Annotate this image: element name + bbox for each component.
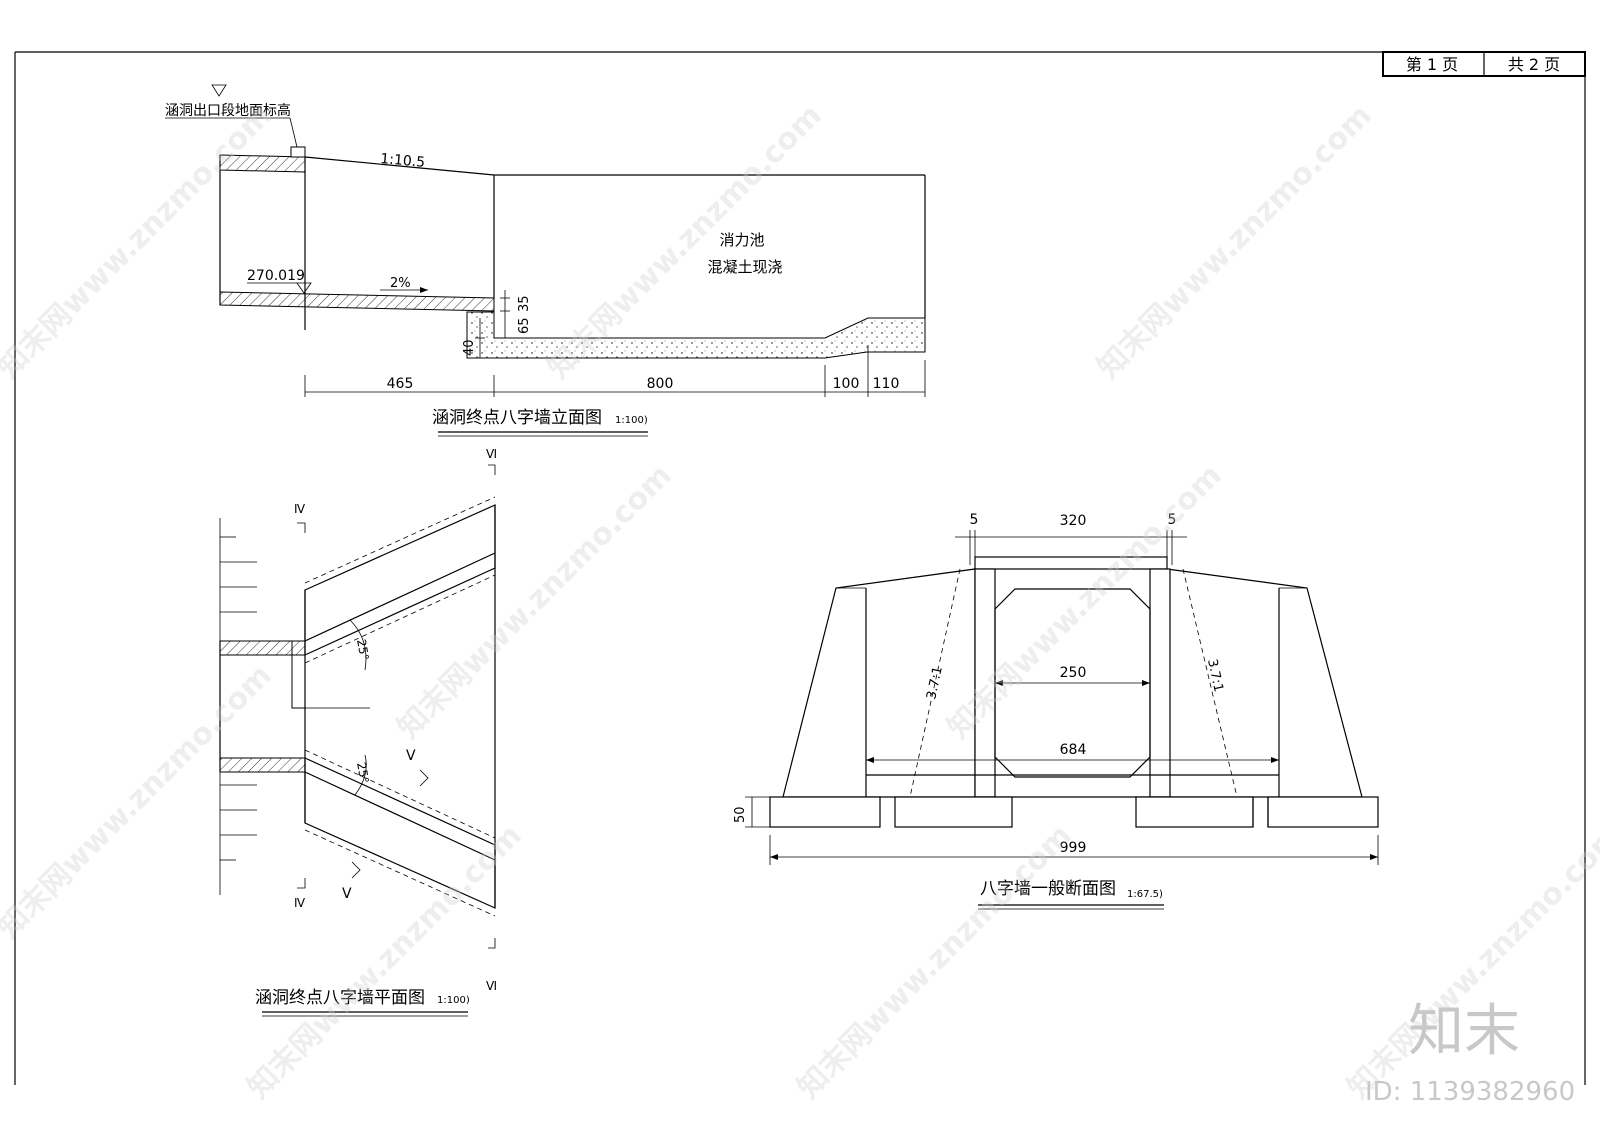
elevation-dimensions: 465 800 100 110 [304, 345, 926, 397]
watermark-text: 知末网www.znzmo.com [241, 818, 529, 1106]
plan-scale: 1:100) [437, 995, 470, 1006]
ground-level-label: 涵洞出口段地面标高 [165, 102, 291, 119]
page-number-label: 第 1 页 [1406, 55, 1458, 74]
section-iv-top: Ⅳ [294, 502, 305, 516]
culvert-bottom-slab [219, 291, 495, 312]
section-top-dimensions: 5 320 5 [955, 512, 1187, 565]
angle-bottom-label: 25° [354, 761, 371, 784]
elevation-marker [296, 282, 312, 294]
page-number-box: 第 1 页 共 2 页 [1382, 51, 1586, 77]
watermark-layer: 知末网www.znzmo.com 知末网www.znzmo.com 知末网www… [0, 98, 1600, 1106]
section-v-right: Ⅴ [406, 748, 416, 764]
ground-level-marker [211, 84, 227, 97]
watermark-text: 知末网www.znzmo.com [0, 658, 279, 946]
image-id-label: ID: 1139382960 [1365, 1077, 1575, 1107]
basin-concrete-floor [466, 311, 926, 359]
angle-top-label: 25° [354, 638, 371, 661]
section-scale: 1:67.5) [1127, 889, 1163, 900]
sheet-frame [14, 51, 1586, 1085]
plan-view: Ⅵ Ⅵ Ⅳ Ⅳ [219, 447, 497, 1017]
section-top-cap [974, 556, 1168, 570]
elevation-value-label: 270.019 [247, 268, 305, 284]
section-v-left: Ⅴ [342, 886, 352, 902]
footing-4 [1267, 796, 1379, 828]
dim-999: 999 [1060, 840, 1087, 856]
dim-250: 250 [1060, 665, 1087, 681]
site-logo: 知末 ID: 1139382960 [1365, 999, 1575, 1107]
dim-465: 465 [387, 376, 414, 392]
elevation-scale: 1:100) [615, 415, 648, 426]
page-total-label: 共 2 页 [1508, 55, 1560, 74]
slope-right-label: 3.7:1 [1204, 658, 1226, 694]
section-vi-top: Ⅵ [486, 447, 497, 461]
parapet [290, 146, 306, 158]
footing-1 [769, 796, 881, 828]
dim-684: 684 [1060, 742, 1087, 758]
section-right-wall [1149, 568, 1171, 798]
section-view: 5 320 5 250 684 3.7:1 3.7:1 [733, 512, 1379, 910]
watermark-text: 知末网www.znzmo.com [0, 98, 279, 386]
basin-material-label: 混凝土现浇 [707, 258, 782, 276]
elevation-view: 涵洞出口段地面标高 1:10.5 270.019 2% 消力池 混凝 [165, 84, 926, 437]
footing-2 [894, 796, 1013, 828]
slope-ratio-label: 1:10.5 [380, 151, 426, 171]
dim-320: 320 [1060, 513, 1087, 529]
dim-110: 110 [873, 376, 900, 392]
section-title: 八字墙一般断面图 [980, 879, 1116, 899]
dim-step-height-2: 35 [517, 295, 532, 312]
wingwall-slope-line [304, 156, 495, 176]
dim-50: 50 [733, 806, 748, 823]
dim-base-height: 40 [462, 339, 477, 356]
logo-text: 知末 [1408, 999, 1520, 1064]
dim-100: 100 [833, 376, 860, 392]
dim-5-right: 5 [1168, 512, 1177, 528]
plan-title: 涵洞终点八字墙平面图 [255, 988, 425, 1008]
basin-name-label: 消力池 [719, 231, 764, 249]
dim-5-left: 5 [970, 512, 979, 528]
grade-label: 2% [390, 276, 411, 291]
section-box-culvert [994, 588, 1151, 778]
elevation-title: 涵洞终点八字墙立面图 [432, 408, 602, 428]
dim-800: 800 [647, 376, 674, 392]
plan-upper-wingwall [304, 504, 496, 656]
watermark-text: 知末网www.znzmo.com [1091, 98, 1379, 386]
watermark-text: 知末网www.znzmo.com [791, 818, 1079, 1106]
footing-3 [1135, 796, 1254, 828]
dim-step-height: 65 [517, 317, 532, 334]
watermark-text: 知末网www.znzmo.com [391, 458, 679, 746]
plan-culvert-bottom-wall [219, 757, 306, 773]
section-vi-bottom: Ⅵ [486, 979, 497, 993]
section-iv-bottom: Ⅳ [294, 896, 305, 910]
slope-left-label: 3.7:1 [924, 665, 946, 701]
